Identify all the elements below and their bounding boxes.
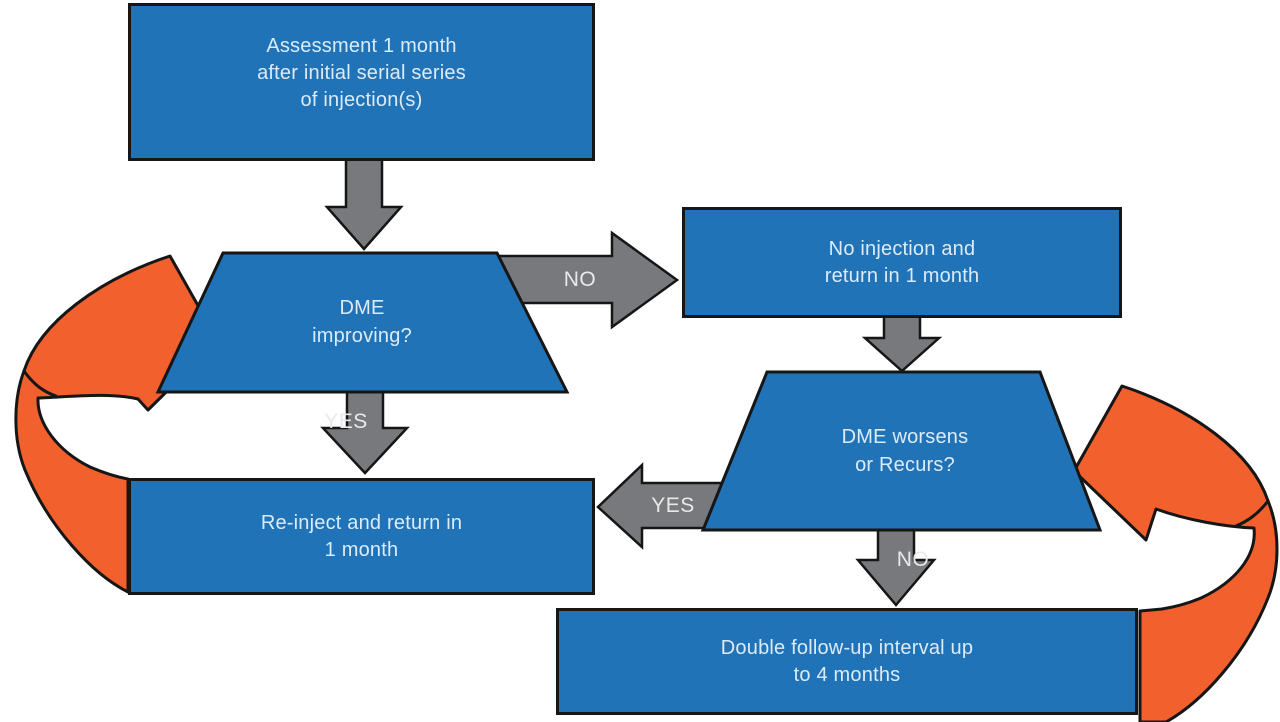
dme-worsens-text: DME worsens or Recurs? [755,423,1055,479]
dme-improving-line: DME [339,297,385,319]
dme-improving-text: DME improving? [212,294,512,350]
edge-label-yes-improving: YES [324,410,368,433]
assessment-box: Assessment 1 month after initial serial … [128,3,595,161]
no-injection-box: No injection and return in 1 month [682,207,1122,318]
no-injection-line: No injection and [828,237,976,260]
dme-improving-line: improving? [312,325,412,347]
edge-label-yes-worsens: YES [651,494,695,517]
arrow-yes-down [320,388,410,475]
arrow-yes-left [596,462,726,550]
double-interval-line: to 4 months [793,663,901,686]
edge-label-no-improving: NO [563,268,597,291]
assessment-line: of injection(s) [300,89,423,111]
arrow-down-from-assessment [324,156,404,251]
edge-label-no-worsens: NO [896,548,930,571]
dme-worsens-line: or Recurs? [855,454,955,476]
assessment-line: Assessment 1 month [266,35,457,57]
dme-improving-decision [155,251,570,394]
dme-worsens-decision [700,370,1103,532]
reinject-line: Re-inject and return in [260,511,463,534]
double-interval-line: Double follow-up interval up [720,636,974,659]
reinject-line: 1 month [324,538,399,561]
arrow-down-from-no-injection [861,314,943,373]
arrow-no-down [855,526,937,607]
double-interval-box: Double follow-up interval up to 4 months [556,608,1138,715]
reinject-box: Re-inject and return in 1 month [128,478,595,595]
no-injection-line: return in 1 month [824,264,980,287]
loop-arrow-right-fold [1234,499,1270,528]
dme-worsens-line: DME worsens [841,426,969,448]
loop-arrow-left-fold [22,369,58,398]
assessment-line: after initial serial series [257,62,466,84]
loop-arrow-left [14,254,220,594]
loop-arrow-right [1072,384,1279,722]
